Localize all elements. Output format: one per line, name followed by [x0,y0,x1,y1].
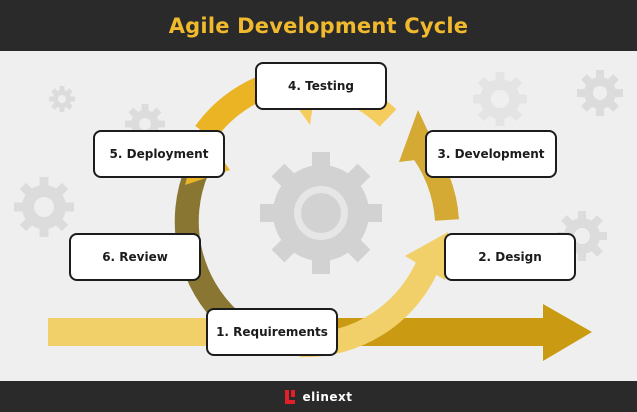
header-bar: Agile Development Cycle [0,0,637,51]
step-label: 1. Requirements [216,325,328,339]
gear-icon [577,70,623,116]
gear-icon [14,177,74,237]
step-box-testing: 4. Testing [255,62,387,110]
cycle-arrowhead [405,232,448,280]
step-label: 5. Deployment [109,147,209,161]
gear-icon [49,86,75,112]
gear-icon [260,152,382,274]
step-box-development: 3. Development [425,130,557,178]
brand-name: elinext [302,389,353,404]
step-label: 6. Review [102,250,168,264]
diagram-title: Agile Development Cycle [168,13,469,38]
step-label: 3. Development [437,147,545,161]
step-label: 2. Design [478,250,542,264]
step-box-deployment: 5. Deployment [93,130,225,178]
gear-icon [473,72,527,126]
elinext-logo-icon [285,389,296,404]
step-box-design: 2. Design [444,233,576,281]
footer-bar: elinext [0,381,637,412]
step-box-requirements: 1. Requirements [206,308,338,356]
diagram-canvas: 1. Requirements 2. Design 3. Development… [0,51,637,381]
step-box-review: 6. Review [69,233,201,281]
step-label: 4. Testing [288,79,354,93]
